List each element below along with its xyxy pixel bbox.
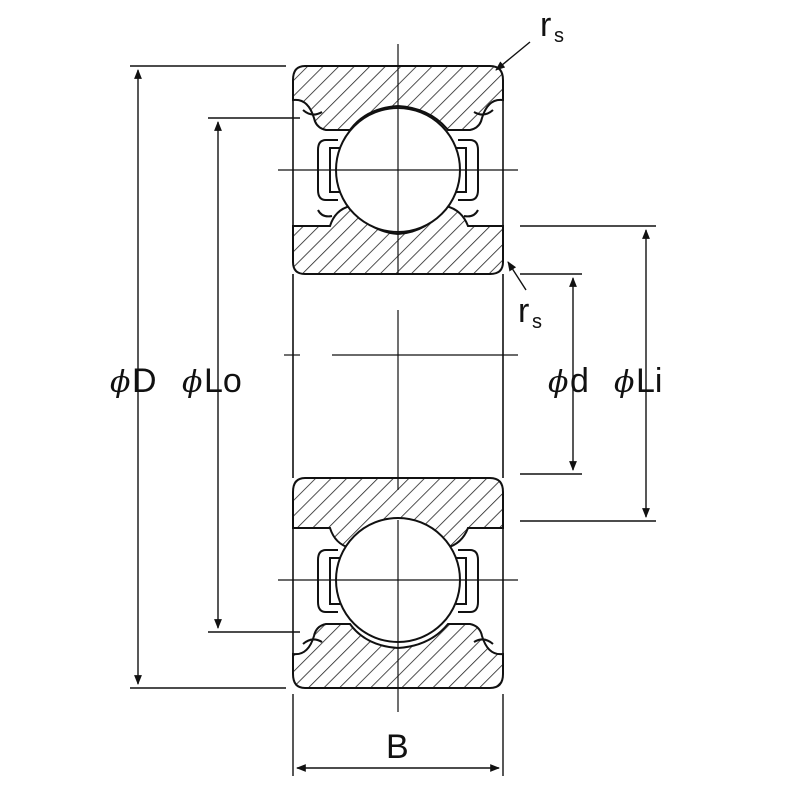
seal-groove-right-top	[473, 109, 494, 116]
diameter-symbol: ϕ	[110, 365, 130, 400]
cage-right-bottom	[458, 549, 479, 613]
seal-groove-right-bottom	[473, 638, 494, 645]
dim-inner-land	[520, 225, 656, 522]
side-face-lines	[292, 100, 504, 654]
label-B: B	[386, 728, 409, 766]
cage-left-inner-bottom	[329, 557, 340, 605]
label-chamfer-top: r s	[540, 6, 564, 47]
center-lines	[278, 44, 518, 712]
dim-outer-diameter	[130, 65, 286, 689]
label-Li: Li	[636, 362, 662, 400]
label-outer-diameter: ϕ D	[110, 362, 157, 400]
dim-width	[292, 694, 504, 776]
label-r: r	[518, 292, 529, 330]
chamfer-leaders	[495, 41, 531, 291]
diameter-symbol: ϕ	[182, 365, 202, 400]
label-D: D	[132, 362, 157, 400]
inner-groove-right-top	[463, 209, 479, 218]
label-inner-land: ϕ Li	[614, 362, 662, 400]
label-d: d	[570, 362, 589, 400]
inner-groove-left-top	[317, 209, 333, 218]
label-chamfer-bottom: r s	[518, 292, 542, 333]
diameter-symbol: ϕ	[614, 365, 634, 400]
dim-bore	[520, 273, 582, 475]
label-outer-land: ϕ Lo	[182, 362, 242, 400]
label-bore: ϕ d	[548, 362, 589, 400]
diameter-symbol: ϕ	[548, 365, 568, 400]
seal-groove-left-top	[302, 109, 323, 116]
cage-left-bottom	[317, 549, 338, 613]
label-r-subscript: s	[554, 25, 564, 47]
dim-outer-land	[208, 117, 300, 633]
label-r-subscript: s	[532, 311, 542, 333]
cage-right-inner-bottom	[456, 557, 467, 605]
seal-groove-left-bottom	[302, 638, 323, 645]
label-r: r	[540, 6, 551, 44]
label-Lo: Lo	[204, 362, 242, 400]
